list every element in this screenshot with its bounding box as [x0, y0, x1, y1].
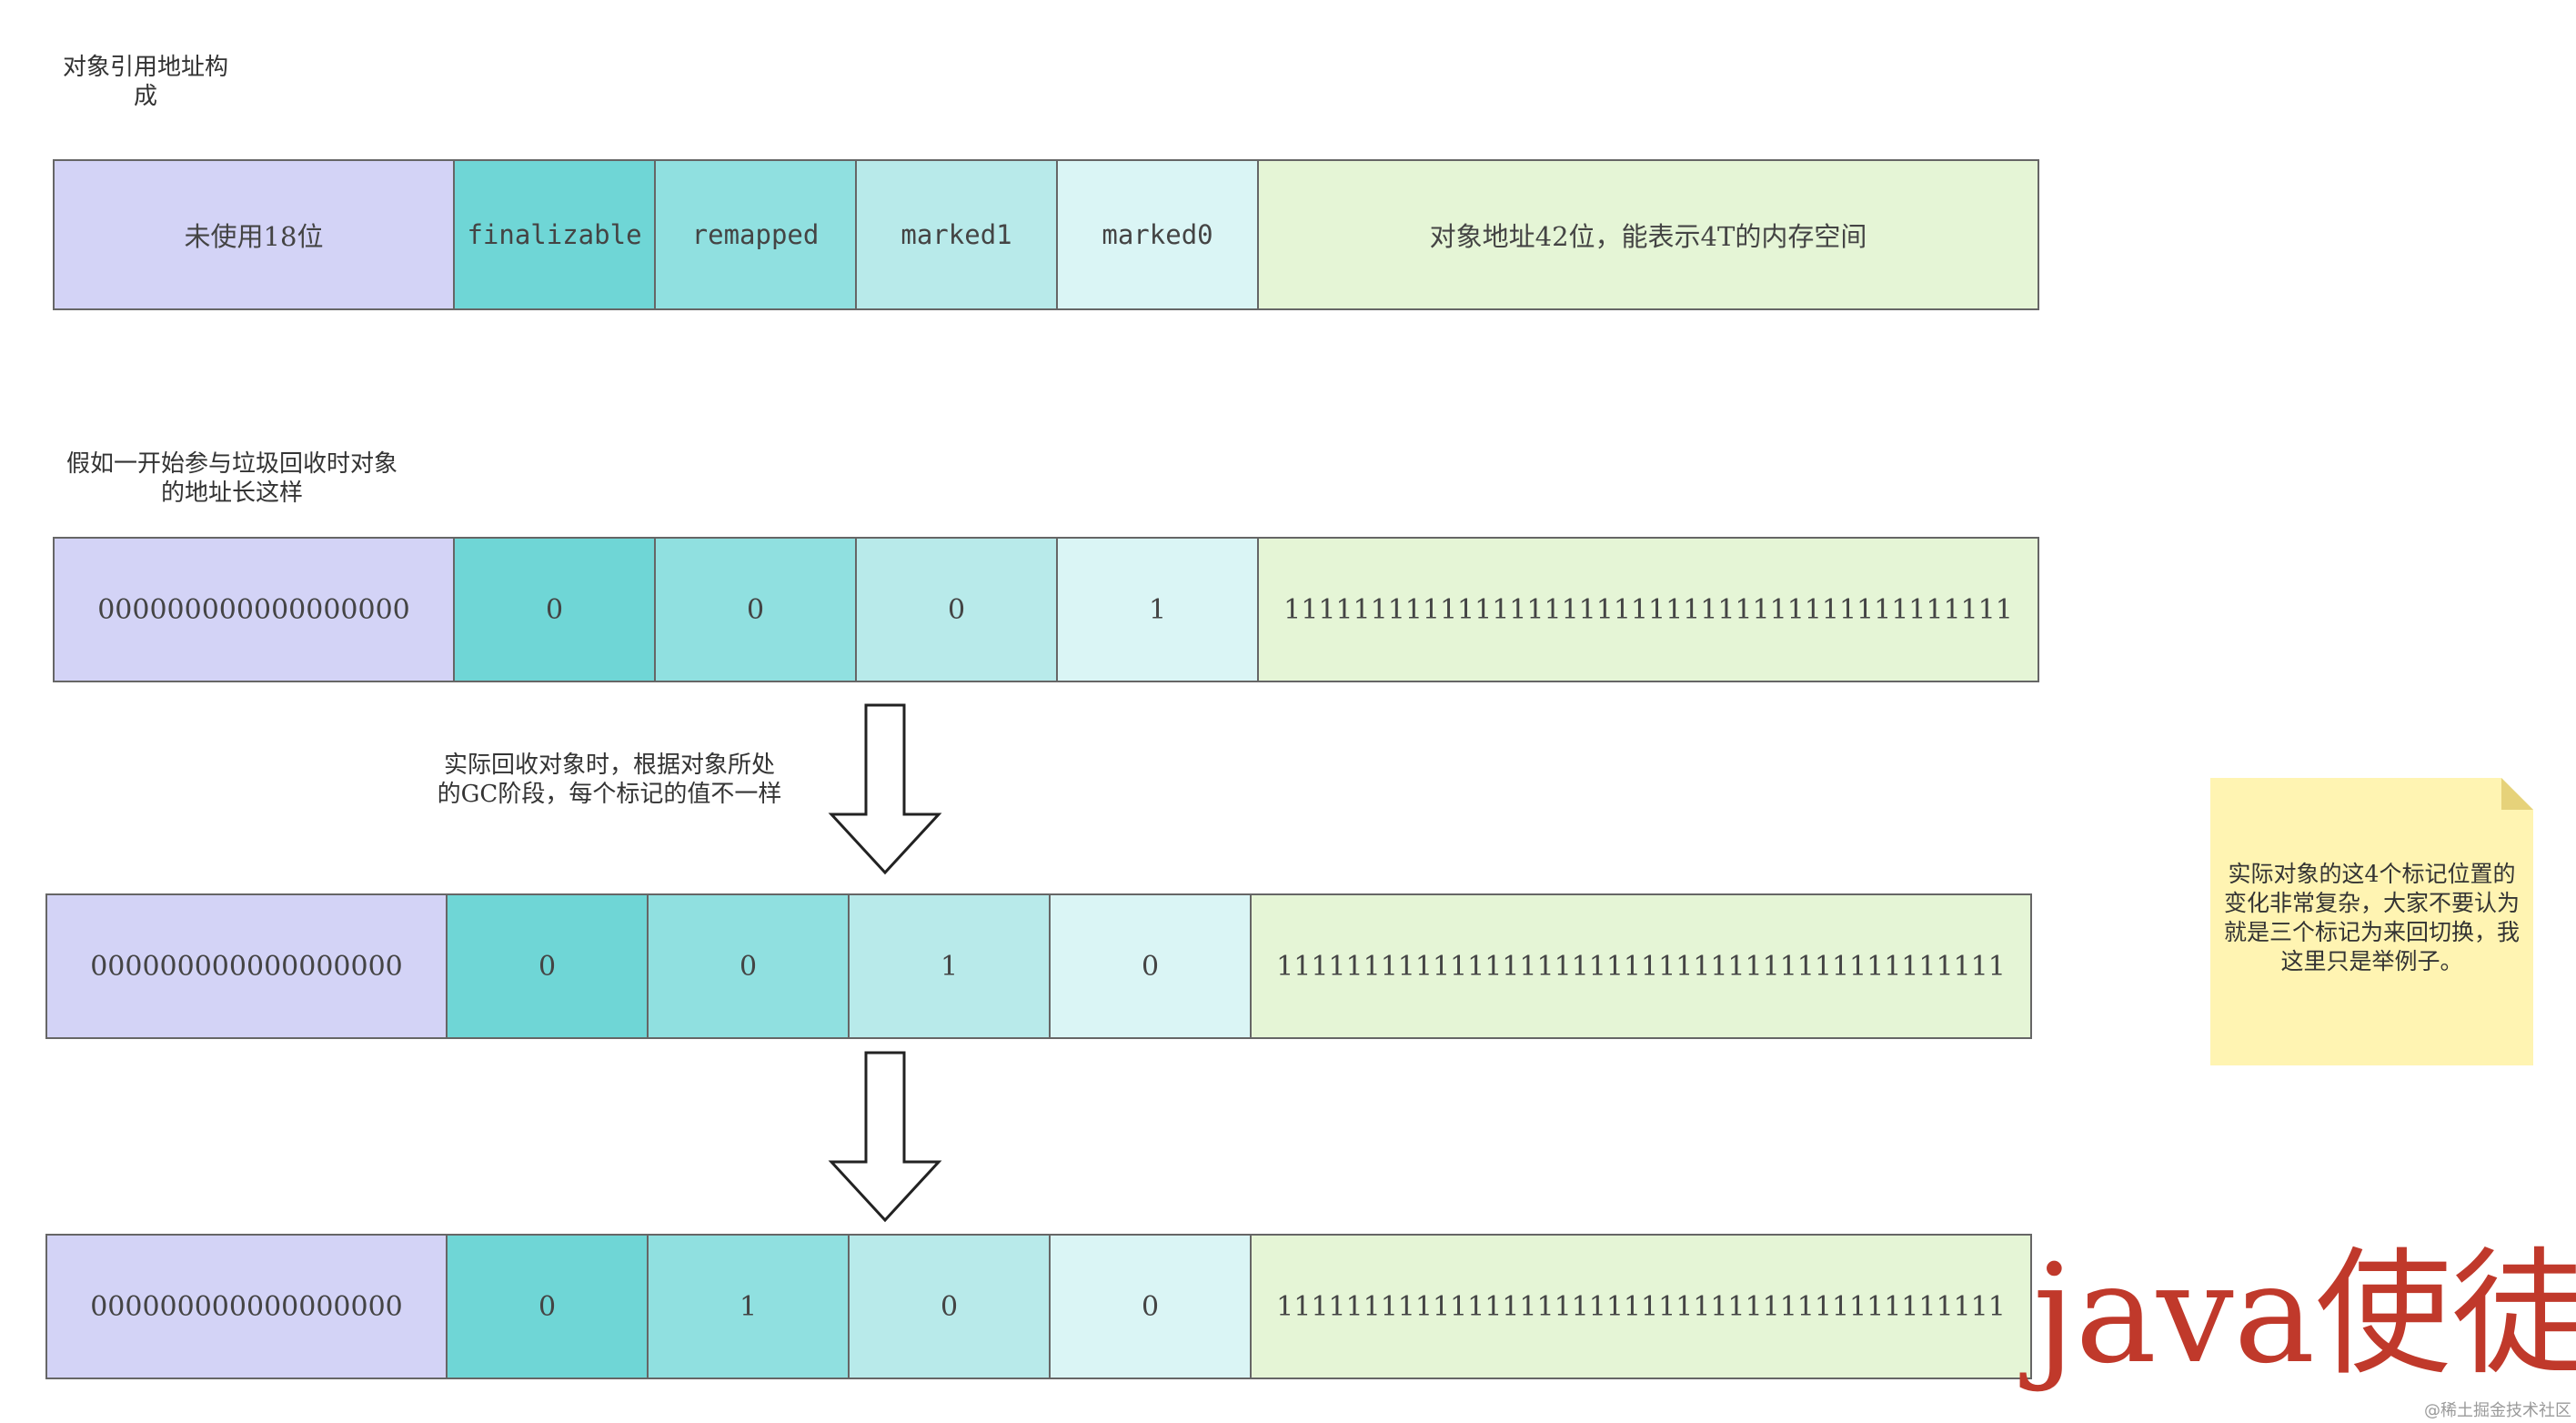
address-structure-row: 未使用18位 finalizable remapped marked1 mark… — [53, 159, 2039, 310]
address-bits-value: 1111111111111111111111111111111111111111… — [1257, 537, 2039, 682]
address-row-3: 000000000000000000 0 1 0 0 1111111111111… — [45, 1234, 2032, 1379]
marked1-value: 0 — [855, 537, 1058, 682]
finalizable-value: 0 — [446, 893, 649, 1039]
marked1-value: 1 — [848, 893, 1051, 1039]
address-bits-value: 1111111111111111111111111111111111111111… — [1250, 1234, 2032, 1379]
brand-logo-text: java使徒 — [2033, 1236, 2576, 1394]
unused-bits-value: 000000000000000000 — [45, 1234, 448, 1379]
initial-address-title: 假如一开始参与垃圾回收时对象 的地址长这样 — [65, 450, 397, 507]
address-bits-value: 1111111111111111111111111111111111111111… — [1250, 893, 2032, 1039]
note-fold-icon — [2501, 778, 2533, 810]
marked0-value: 1 — [1056, 537, 1259, 682]
address-row-2: 000000000000000000 0 0 1 0 1111111111111… — [45, 893, 2032, 1039]
down-arrow-icon — [828, 1051, 942, 1223]
address-row-1: 000000000000000000 0 0 0 1 1111111111111… — [53, 537, 2039, 682]
marked0-value: 0 — [1049, 1234, 1252, 1379]
marked1-value: 0 — [848, 1234, 1051, 1379]
remapped-value: 0 — [647, 893, 850, 1039]
sticky-note — [2210, 778, 2533, 1065]
finalizable-value: 0 — [446, 1234, 649, 1379]
remapped-cell: remapped — [654, 159, 857, 310]
structure-title: 对象引用地址构 成 — [62, 54, 228, 110]
remapped-value: 1 — [647, 1234, 850, 1379]
sticky-note-text: 实际对象的这4个标记位置的变化非常复杂，大家不要认为就是三个标记为来回切换，我这… — [2223, 861, 2520, 974]
unused-bits-cell: 未使用18位 — [53, 159, 455, 310]
marked1-cell: marked1 — [855, 159, 1058, 310]
remapped-value: 0 — [654, 537, 857, 682]
unused-bits-value: 000000000000000000 — [45, 893, 448, 1039]
marked0-value: 0 — [1049, 893, 1252, 1039]
finalizable-value: 0 — [453, 537, 656, 682]
gc-phase-note: 实际回收对象时，根据对象所处 的GC阶段，每个标记的值不一样 — [437, 752, 782, 808]
finalizable-cell: finalizable — [453, 159, 656, 310]
down-arrow-icon — [828, 703, 942, 875]
watermark: @稀土掘金技术社区 — [2424, 1401, 2571, 1420]
marked0-cell: marked0 — [1056, 159, 1259, 310]
unused-bits-value: 000000000000000000 — [53, 537, 455, 682]
address-bits-cell: 对象地址42位，能表示4T的内存空间 — [1257, 159, 2039, 310]
